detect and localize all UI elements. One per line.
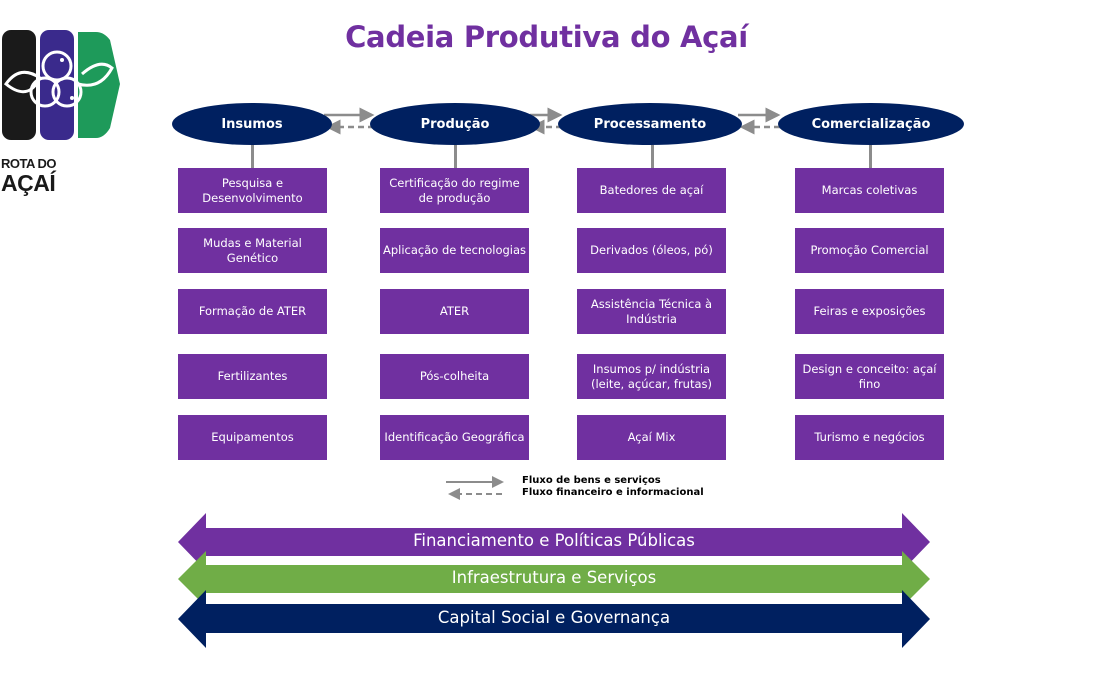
- item-assistencia-tecnica-industria: Assistência Técnica à Indústria: [577, 289, 726, 334]
- connector-comercializacao: [869, 145, 872, 168]
- item-pos-colheita: Pós-colheita: [380, 354, 529, 399]
- item-certificacao: Certificação do regime de produção: [380, 168, 529, 213]
- logo-text-line1: ROTA DO: [1, 156, 57, 171]
- item-promocao-comercial: Promoção Comercial: [795, 228, 944, 273]
- acai-logo-icon: [2, 30, 120, 140]
- item-pesquisa-desenvolvimento: Pesquisa e Desenvolvimento: [178, 168, 327, 213]
- item-acai-mix: Açaí Mix: [577, 415, 726, 460]
- item-fertilizantes: Fertilizantes: [178, 354, 327, 399]
- stage-producao: Produção: [370, 103, 540, 145]
- connector-processamento: [651, 145, 654, 168]
- band-financing-arrow: [178, 513, 930, 571]
- item-feiras-exposicoes: Feiras e exposições: [795, 289, 944, 334]
- connector-insumos: [251, 145, 254, 168]
- page-title: Cadeia Produtiva do Açaí: [345, 20, 748, 54]
- band-governance-arrow: [178, 590, 930, 648]
- stage-insumos: Insumos: [172, 103, 332, 145]
- item-batedores-acai: Batedores de açaí: [577, 168, 726, 213]
- band-infrastructure-label: Infraestrutura e Serviços: [451, 568, 657, 587]
- item-derivados: Derivados (óleos, pó): [577, 228, 726, 273]
- stage-processamento: Processamento: [558, 103, 742, 145]
- item-ater: ATER: [380, 289, 529, 334]
- item-insumos-industria: Insumos p/ indústria (leite, açúcar, fru…: [577, 354, 726, 399]
- item-turismo-negocios: Turismo e negócios: [795, 415, 944, 460]
- item-aplicacao-tecnologias: Aplicação de tecnologias: [380, 228, 529, 273]
- rota-do-acai-logo: ROTA DO AÇAÍ: [0, 28, 125, 196]
- stage-comercializacao: Comercialização: [778, 103, 964, 145]
- band-infrastructure-arrow: [178, 551, 930, 607]
- item-equipamentos: Equipamentos: [178, 415, 327, 460]
- logo-text-line2: AÇAÍ: [1, 170, 56, 196]
- item-identificacao-geografica: Identificação Geográfica: [380, 415, 529, 460]
- band-financing-label: Financiamento e Políticas Públicas: [413, 531, 695, 550]
- item-design-conceito: Design e conceito: açaí fino: [795, 354, 944, 399]
- connector-producao: [454, 145, 457, 168]
- item-formacao-ater: Formação de ATER: [178, 289, 327, 334]
- band-governance-label: Capital Social e Governança: [437, 608, 671, 627]
- legend-solid-label: Fluxo de bens e serviços: [522, 475, 661, 486]
- item-mudas-material-genetico: Mudas e Material Genético: [178, 228, 327, 273]
- legend-dashed-label: Fluxo financeiro e informacional: [522, 487, 704, 498]
- item-marcas-coletivas: Marcas coletivas: [795, 168, 944, 213]
